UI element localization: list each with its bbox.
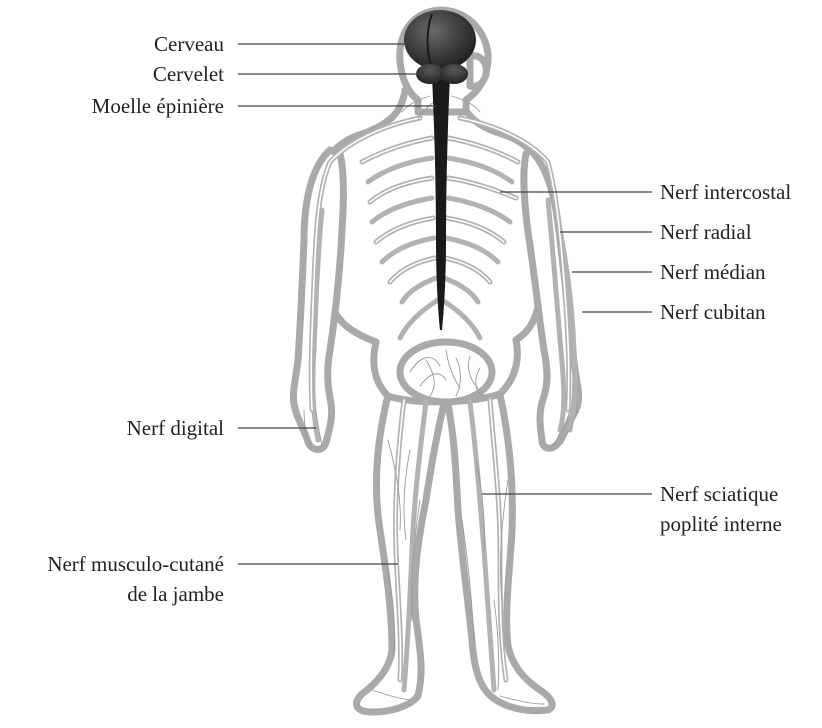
label-moelle-epiniere: Moelle épinière <box>92 94 224 118</box>
label-nerf-sciatique-line2: poplité interne <box>660 512 782 536</box>
label-cervelet: Cervelet <box>153 62 224 86</box>
label-nerf-musculo-line2: de la jambe <box>127 582 224 606</box>
label-nerf-digital: Nerf digital <box>127 416 225 440</box>
cervelet-shape-right <box>440 64 468 84</box>
label-cerveau: Cerveau <box>154 32 224 56</box>
label-nerf-intercostal: Nerf intercostal <box>660 180 791 204</box>
label-nerf-radial: Nerf radial <box>660 220 752 244</box>
ear <box>470 56 486 87</box>
label-nerf-median: Nerf médian <box>660 260 766 284</box>
cervelet-shape-left <box>416 64 444 84</box>
label-nerf-sciatique-line1: Nerf sciatique <box>660 482 778 506</box>
brain <box>404 10 476 70</box>
cerveau-shape <box>404 10 476 70</box>
label-nerf-cubitan: Nerf cubitan <box>660 300 766 324</box>
label-nerf-musculo-line1: Nerf musculo-cutané <box>47 552 224 576</box>
